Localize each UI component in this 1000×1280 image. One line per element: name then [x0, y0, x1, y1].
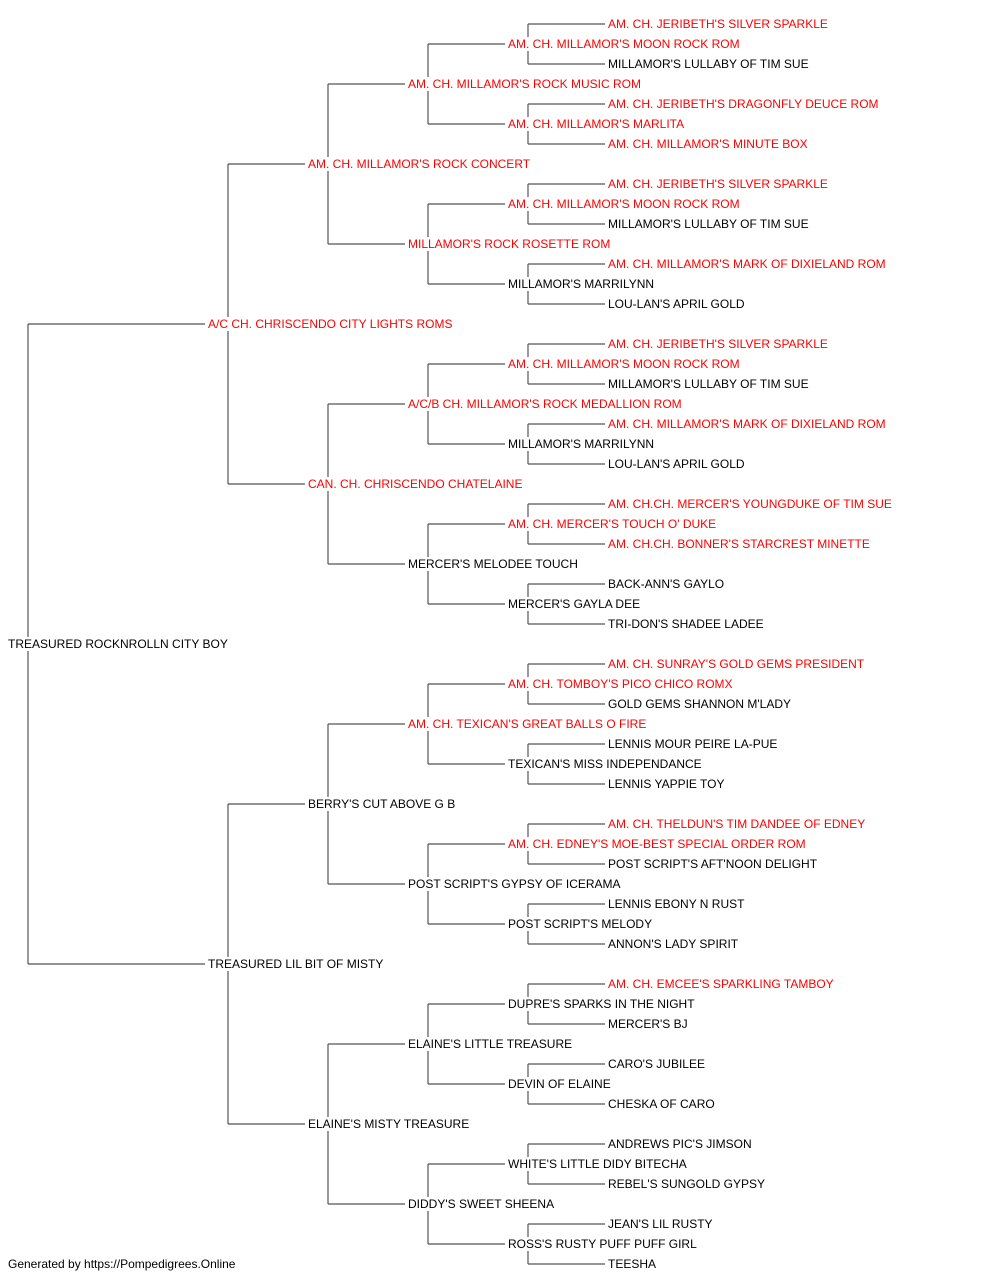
pedigree-entry-gen5: AM. CH.CH. MERCER'S YOUNGDUKE OF TIM SUE [608, 497, 893, 511]
pedigree-entry-gen3: AM. CH. MILLAMOR'S ROCK MUSIC ROM [408, 77, 642, 91]
pedigree-entry-gen0: TREASURED ROCKNROLLN CITY BOY [8, 637, 229, 651]
pedigree-entry-gen2: AM. CH. MILLAMOR'S ROCK CONCERT [308, 157, 532, 171]
pedigree-entry-gen1: A/C CH. CHRISCENDO CITY LIGHTS ROMS [208, 317, 454, 331]
pedigree-entry-gen5: MERCER'S BJ [608, 1017, 689, 1031]
pedigree-entry-gen4: TEXICAN'S MISS INDEPENDANCE [508, 757, 703, 771]
pedigree-entry-gen4: AM. CH. MILLAMOR'S MOON ROCK ROM [508, 37, 741, 51]
pedigree-entry-gen5: LENNIS MOUR PEIRE LA-PUE [608, 737, 779, 751]
pedigree-entry-gen5: AM. CH. MILLAMOR'S MARK OF DIXIELAND ROM [608, 257, 887, 271]
pedigree-entry-gen4: AM. CH. MILLAMOR'S MOON ROCK ROM [508, 357, 741, 371]
pedigree-entry-gen4: AM. CH. TOMBOY'S PICO CHICO ROMX [508, 677, 734, 691]
pedigree-entry-gen5: AM. CH. JERIBETH'S DRAGONFLY DEUCE ROM [608, 97, 880, 111]
pedigree-entry-gen5: GOLD GEMS SHANNON M'LADY [608, 697, 792, 711]
pedigree-entry-gen5: AM. CH. JERIBETH'S SILVER SPARKLE [608, 337, 829, 351]
pedigree-entry-gen3: POST SCRIPT'S GYPSY OF ICERAMA [408, 877, 622, 891]
pedigree-entry-gen5: LENNIS EBONY N RUST [608, 897, 746, 911]
pedigree-entry-gen5: AM. CH. SUNRAY'S GOLD GEMS PRESIDENT [608, 657, 866, 671]
pedigree-entry-gen2: ELAINE'S MISTY TREASURE [308, 1117, 471, 1131]
pedigree-entry-gen5: BACK-ANN'S GAYLO [608, 577, 726, 591]
pedigree-entry-gen5: ANDREWS PIC'S JIMSON [608, 1137, 753, 1151]
footer-credit: Generated by https://Pompedigrees.Online [8, 1257, 236, 1271]
pedigree-entry-gen2: BERRY'S CUT ABOVE G B [308, 797, 457, 811]
pedigree-entry-gen5: ANNON'S LADY SPIRIT [608, 937, 740, 951]
pedigree-entry-gen4: DEVIN OF ELAINE [508, 1077, 612, 1091]
pedigree-entry-gen5: CHESKA OF CARO [608, 1097, 716, 1111]
pedigree-entry-gen5: MILLAMOR'S LULLABY OF TIM SUE [608, 57, 810, 71]
pedigree-entry-gen2: CAN. CH. CHRISCENDO CHATELAINE [308, 477, 524, 491]
pedigree-entry-gen5: TEESHA [608, 1257, 658, 1271]
pedigree-entry-gen5: AM. CH.CH. BONNER'S STARCREST MINETTE [608, 537, 871, 551]
pedigree-entry-gen5: AM. CH. JERIBETH'S SILVER SPARKLE [608, 177, 829, 191]
pedigree-entry-gen4: MERCER'S GAYLA DEE [508, 597, 642, 611]
pedigree-entry-gen4: POST SCRIPT'S MELODY [508, 917, 654, 931]
pedigree-entry-gen3: A/C/B CH. MILLAMOR'S ROCK MEDALLION ROM [408, 397, 683, 411]
pedigree-entry-gen1: TREASURED LIL BIT OF MISTY [208, 957, 385, 971]
pedigree-entry-gen4: AM. CH. MERCER'S TOUCH O' DUKE [508, 517, 718, 531]
pedigree-entry-gen5: AM. CH. MILLAMOR'S MARK OF DIXIELAND ROM [608, 417, 887, 431]
pedigree-entry-gen5: MILLAMOR'S LULLABY OF TIM SUE [608, 377, 810, 391]
pedigree-entry-gen3: ELAINE'S LITTLE TREASURE [408, 1037, 574, 1051]
pedigree-entry-gen3: MERCER'S MELODEE TOUCH [408, 557, 579, 571]
pedigree-entry-gen5: AM. CH. THELDUN'S TIM DANDEE OF EDNEY [608, 817, 867, 831]
pedigree-entry-gen5: POST SCRIPT'S AFT'NOON DELIGHT [608, 857, 819, 871]
pedigree-entry-gen5: MILLAMOR'S LULLABY OF TIM SUE [608, 217, 810, 231]
pedigree-entry-gen4: AM. CH. MILLAMOR'S MARLITA [508, 117, 686, 131]
pedigree-entry-gen4: AM. CH. EDNEY'S MOE-BEST SPECIAL ORDER R… [508, 837, 807, 851]
pedigree-entry-gen4: MILLAMOR'S MARRILYNN [508, 437, 656, 451]
pedigree-entry-gen4: WHITE'S LITTLE DIDY BITECHA [508, 1157, 688, 1171]
pedigree-entry-gen5: LOU-LAN'S APRIL GOLD [608, 457, 746, 471]
pedigree-entry-gen3: MILLAMOR'S ROCK ROSETTE ROM [408, 237, 612, 251]
pedigree-entry-gen5: AM. CH. EMCEE'S SPARKLING TAMBOY [608, 977, 835, 991]
pedigree-entry-gen5: LOU-LAN'S APRIL GOLD [608, 297, 746, 311]
pedigree-entry-gen4: AM. CH. MILLAMOR'S MOON ROCK ROM [508, 197, 741, 211]
pedigree-entry-gen5: REBEL'S SUNGOLD GYPSY [608, 1177, 767, 1191]
pedigree-entry-gen5: AM. CH. JERIBETH'S SILVER SPARKLE [608, 17, 829, 31]
pedigree-entry-gen4: MILLAMOR'S MARRILYNN [508, 277, 656, 291]
pedigree-entry-gen4: DUPRE'S SPARKS IN THE NIGHT [508, 997, 696, 1011]
pedigree-entry-gen5: JEAN'S LIL RUSTY [608, 1217, 714, 1231]
pedigree-entry-gen5: AM. CH. MILLAMOR'S MINUTE BOX [608, 137, 809, 151]
pedigree-entry-gen3: DIDDY'S SWEET SHEENA [408, 1197, 556, 1211]
pedigree-entry-gen5: CARO'S JUBILEE [608, 1057, 706, 1071]
pedigree-entry-gen5: TRI-DON'S SHADEE LADEE [608, 617, 765, 631]
pedigree-entry-gen4: ROSS'S RUSTY PUFF PUFF GIRL [508, 1237, 698, 1251]
pedigree-entry-gen5: LENNIS YAPPIE TOY [608, 777, 726, 791]
pedigree-entry-gen3: AM. CH. TEXICAN'S GREAT BALLS O FIRE [408, 717, 648, 731]
